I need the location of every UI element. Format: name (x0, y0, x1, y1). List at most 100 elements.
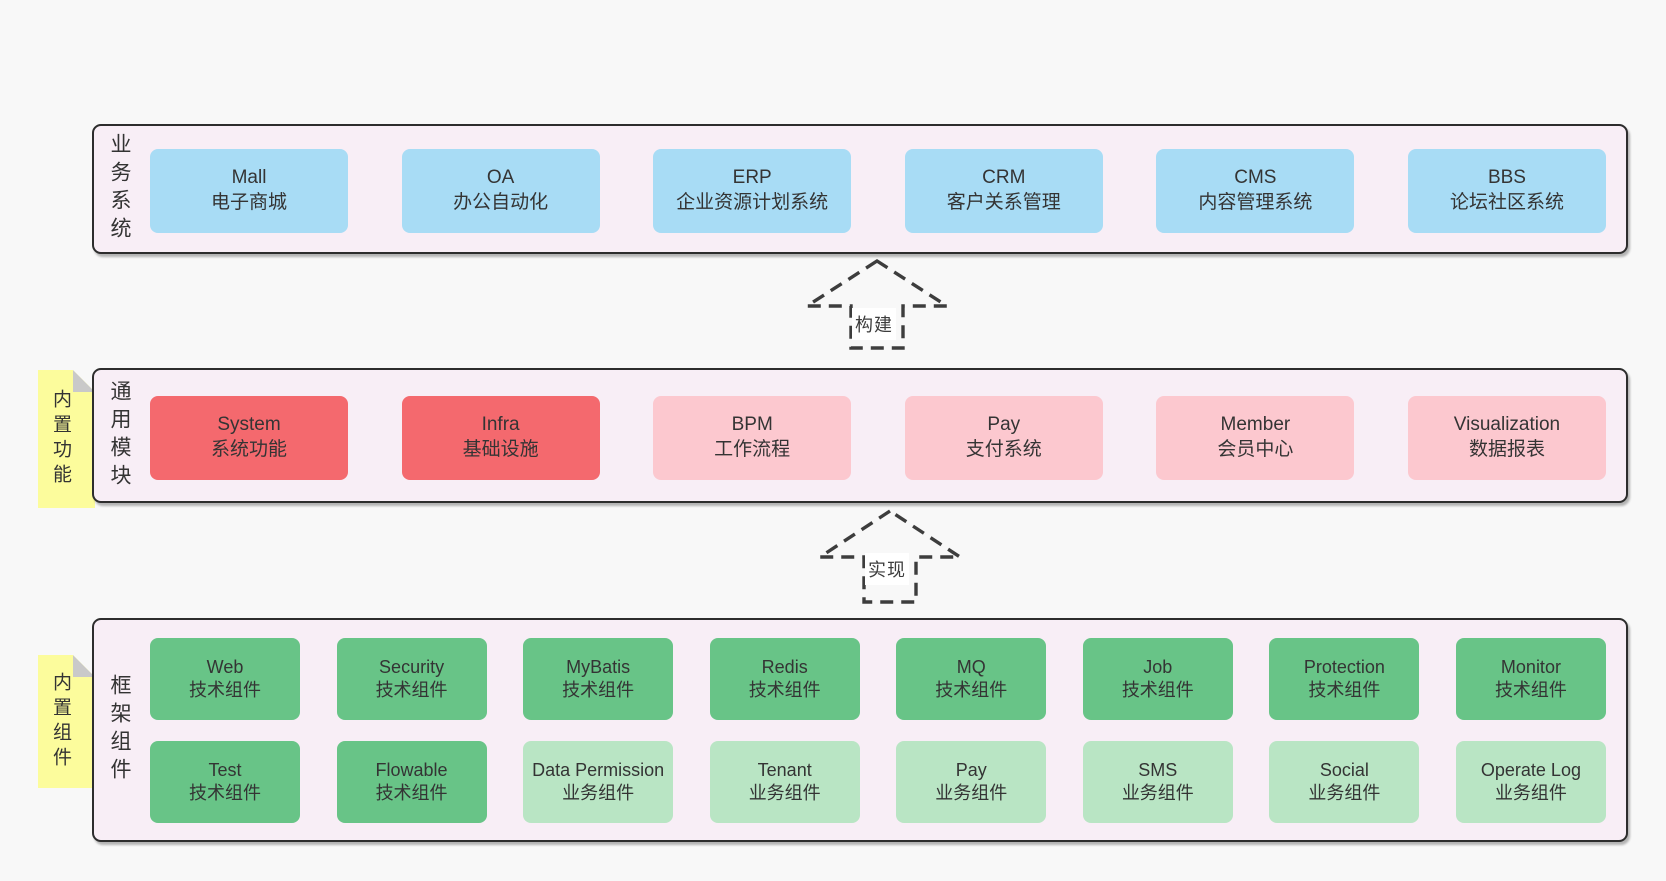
node-name: CMS (1234, 167, 1277, 189)
node-mq: MQ 技术组件 (896, 638, 1047, 720)
node-name: System (217, 414, 281, 436)
node-system: System 系统功能 (150, 396, 348, 480)
sticky-note-label: 内置功能 (50, 389, 71, 489)
node-web: Web 技术组件 (150, 638, 300, 720)
node-desc: 电子商城 (210, 192, 287, 213)
node-tenant: Tenant 业务组件 (709, 741, 860, 823)
node-desc: 基础设施 (462, 439, 539, 460)
node-name: Web (206, 656, 244, 677)
node-desc: 业务组件 (562, 783, 635, 803)
node-name: OA (486, 167, 515, 189)
node-name: MQ (956, 656, 986, 677)
node-name: Flowable (375, 759, 448, 780)
node-data-permission: Data Permission 业务组件 (523, 741, 674, 823)
node-sms: SMS 业务组件 (1082, 741, 1233, 823)
node-name: Pay (955, 759, 987, 780)
node-name: ERP (732, 167, 772, 189)
sticky-note-builtin-components: 内置组件 (38, 655, 95, 788)
component-box-row-1: Web 技术组件 Security 技术组件 MyBatis 技术组件 Redi… (150, 638, 1606, 720)
layer-common-modules: 通用模块 System 系统功能 Infra 基础设施 BPM 工作流程 Pay… (92, 368, 1628, 503)
node-name: BBS (1487, 167, 1526, 189)
node-desc: 内容管理系统 (1198, 192, 1313, 213)
node-bbs: BBS 论坛社区系统 (1407, 149, 1606, 233)
node-desc: 技术组件 (189, 783, 261, 803)
node-name: Infra (481, 414, 520, 436)
node-desc: 业务组件 (1121, 783, 1194, 803)
node-oa: OA 办公自动化 (401, 149, 600, 233)
node-name: Redis (761, 656, 808, 677)
node-desc: 企业资源计划系统 (676, 192, 829, 213)
node-name: Visualization (1453, 414, 1561, 436)
node-name: Data Permission (532, 759, 665, 780)
sticky-note-label: 内置组件 (50, 671, 71, 772)
arrow-label-build: 构建 (852, 308, 896, 340)
node-member: Member 会员中心 (1156, 396, 1355, 480)
node-desc: 客户关系管理 (946, 192, 1061, 213)
node-desc: 技术组件 (375, 783, 448, 803)
node-bpm: BPM 工作流程 (653, 396, 852, 480)
node-redis: Redis 技术组件 (709, 638, 860, 720)
node-desc: 技术组件 (748, 680, 821, 700)
node-desc: 业务组件 (1308, 783, 1381, 803)
node-name: MyBatis (566, 656, 631, 677)
node-name: Social (1319, 759, 1369, 780)
node-desc: 工作流程 (714, 439, 791, 460)
node-erp: ERP 企业资源计划系统 (653, 149, 852, 233)
node-name: Pay (987, 414, 1021, 436)
node-name: Security (379, 656, 445, 677)
node-test: Test 技术组件 (150, 741, 300, 823)
arrow-label-implement: 实现 (865, 553, 909, 585)
component-box-row-2: Test 技术组件 Flowable 技术组件 Data Permission … (150, 741, 1606, 823)
node-desc: 技术组件 (562, 680, 635, 700)
node-mall: Mall 电子商城 (150, 149, 348, 233)
dashed-up-arrow-implement (814, 508, 966, 604)
node-name: BPM (731, 414, 773, 436)
node-desc: 办公自动化 (453, 192, 549, 213)
node-mybatis: MyBatis 技术组件 (523, 638, 674, 720)
dashed-up-arrow-build (801, 258, 953, 350)
node-crm: CRM 客户关系管理 (904, 149, 1103, 233)
node-pay-component: Pay 业务组件 (896, 741, 1047, 823)
module-box-row: System 系统功能 Infra 基础设施 BPM 工作流程 Pay 支付系统… (150, 396, 1606, 480)
node-flowable: Flowable 技术组件 (336, 741, 487, 823)
node-name: Test (208, 759, 242, 780)
node-desc: 技术组件 (935, 680, 1008, 700)
node-desc: 技术组件 (189, 680, 261, 700)
layer-framework-components: 框架组件 Web 技术组件 Security 技术组件 MyBatis 技术组件… (92, 618, 1628, 842)
node-security: Security 技术组件 (336, 638, 487, 720)
node-name: Mall (231, 167, 267, 189)
node-pay-system: Pay 支付系统 (904, 396, 1103, 480)
node-desc: 业务组件 (935, 783, 1008, 803)
node-desc: 技术组件 (1308, 680, 1381, 700)
node-name: Monitor (1500, 656, 1561, 677)
node-social: Social 业务组件 (1269, 741, 1420, 823)
node-desc: 技术组件 (1121, 680, 1194, 700)
node-name: SMS (1138, 759, 1178, 780)
node-infra: Infra 基础设施 (401, 396, 600, 480)
node-desc: 支付系统 (965, 439, 1042, 460)
node-desc: 技术组件 (375, 680, 448, 700)
sticky-note-builtin-features: 内置功能 (38, 370, 95, 508)
node-desc: 论坛社区系统 (1449, 192, 1564, 213)
node-name: Operate Log (1480, 759, 1581, 780)
node-name: Protection (1303, 656, 1385, 677)
node-desc: 系统功能 (210, 439, 287, 460)
node-desc: 数据报表 (1468, 439, 1545, 460)
node-cms: CMS 内容管理系统 (1156, 149, 1355, 233)
layer-title: 通用模块 (108, 379, 131, 492)
node-desc: 业务组件 (748, 783, 821, 803)
node-operate-log: Operate Log 业务组件 (1455, 741, 1606, 823)
layer-title: 业务系统 (108, 133, 131, 245)
node-desc: 业务组件 (1494, 783, 1567, 803)
node-visualization: Visualization 数据报表 (1407, 396, 1606, 480)
node-name: Tenant (757, 759, 812, 780)
node-monitor: Monitor 技术组件 (1455, 638, 1606, 720)
node-protection: Protection 技术组件 (1269, 638, 1420, 720)
node-desc: 会员中心 (1217, 439, 1294, 460)
node-name: Member (1220, 414, 1291, 436)
business-box-row: Mall 电子商城 OA 办公自动化 ERP 企业资源计划系统 CRM 客户关系… (150, 149, 1606, 233)
node-desc: 技术组件 (1494, 680, 1567, 700)
layer-title: 框架组件 (108, 674, 131, 786)
node-name: CRM (982, 167, 1026, 189)
